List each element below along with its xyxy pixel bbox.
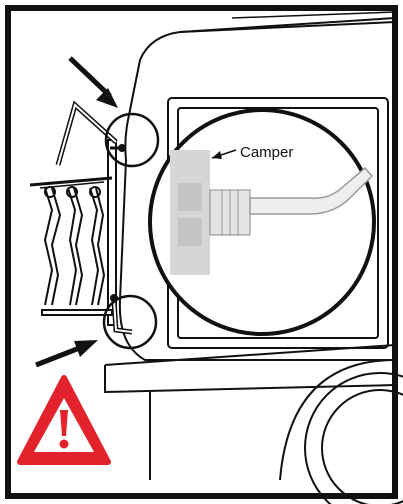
bike-silhouettes — [39, 181, 106, 306]
rack-bottom-arm-inner — [113, 299, 133, 333]
arrow-icon-bottom — [35, 340, 98, 368]
bumper-body — [104, 365, 396, 394]
camper-leader-arrowhead — [212, 151, 222, 159]
arrow-icon-top — [68, 56, 118, 108]
camper-plate — [170, 150, 210, 275]
rack-top-frame-inner — [57, 103, 117, 166]
detail-circle-bottom — [102, 294, 158, 350]
detail-circle-top — [104, 112, 160, 168]
wheel-outer — [304, 372, 403, 504]
warning-triangle-icon — [17, 375, 111, 465]
camper-body — [104, 11, 403, 504]
bike-2 — [67, 187, 78, 306]
magnified-detail: Camper — [148, 108, 376, 336]
clamp-threads — [221, 190, 239, 235]
bike-3 — [89, 187, 100, 306]
camper-label: Camper — [240, 144, 293, 161]
bike-1 — [43, 187, 54, 306]
roof-rack-line — [231, 11, 396, 19]
wheel-inner — [321, 389, 403, 504]
bike-rack — [29, 100, 133, 335]
mount-block-upper — [178, 183, 202, 211]
mount-block-lower — [178, 218, 202, 246]
rack-base-tray — [41, 309, 113, 316]
camper-rear-outline — [118, 17, 396, 361]
rack-arm-tube — [249, 166, 374, 215]
rack-knob-top — [118, 144, 126, 152]
bumper-top — [104, 344, 396, 366]
rack-support-bar — [29, 176, 113, 187]
roof-line — [179, 21, 396, 33]
wheel-arch — [279, 359, 396, 481]
